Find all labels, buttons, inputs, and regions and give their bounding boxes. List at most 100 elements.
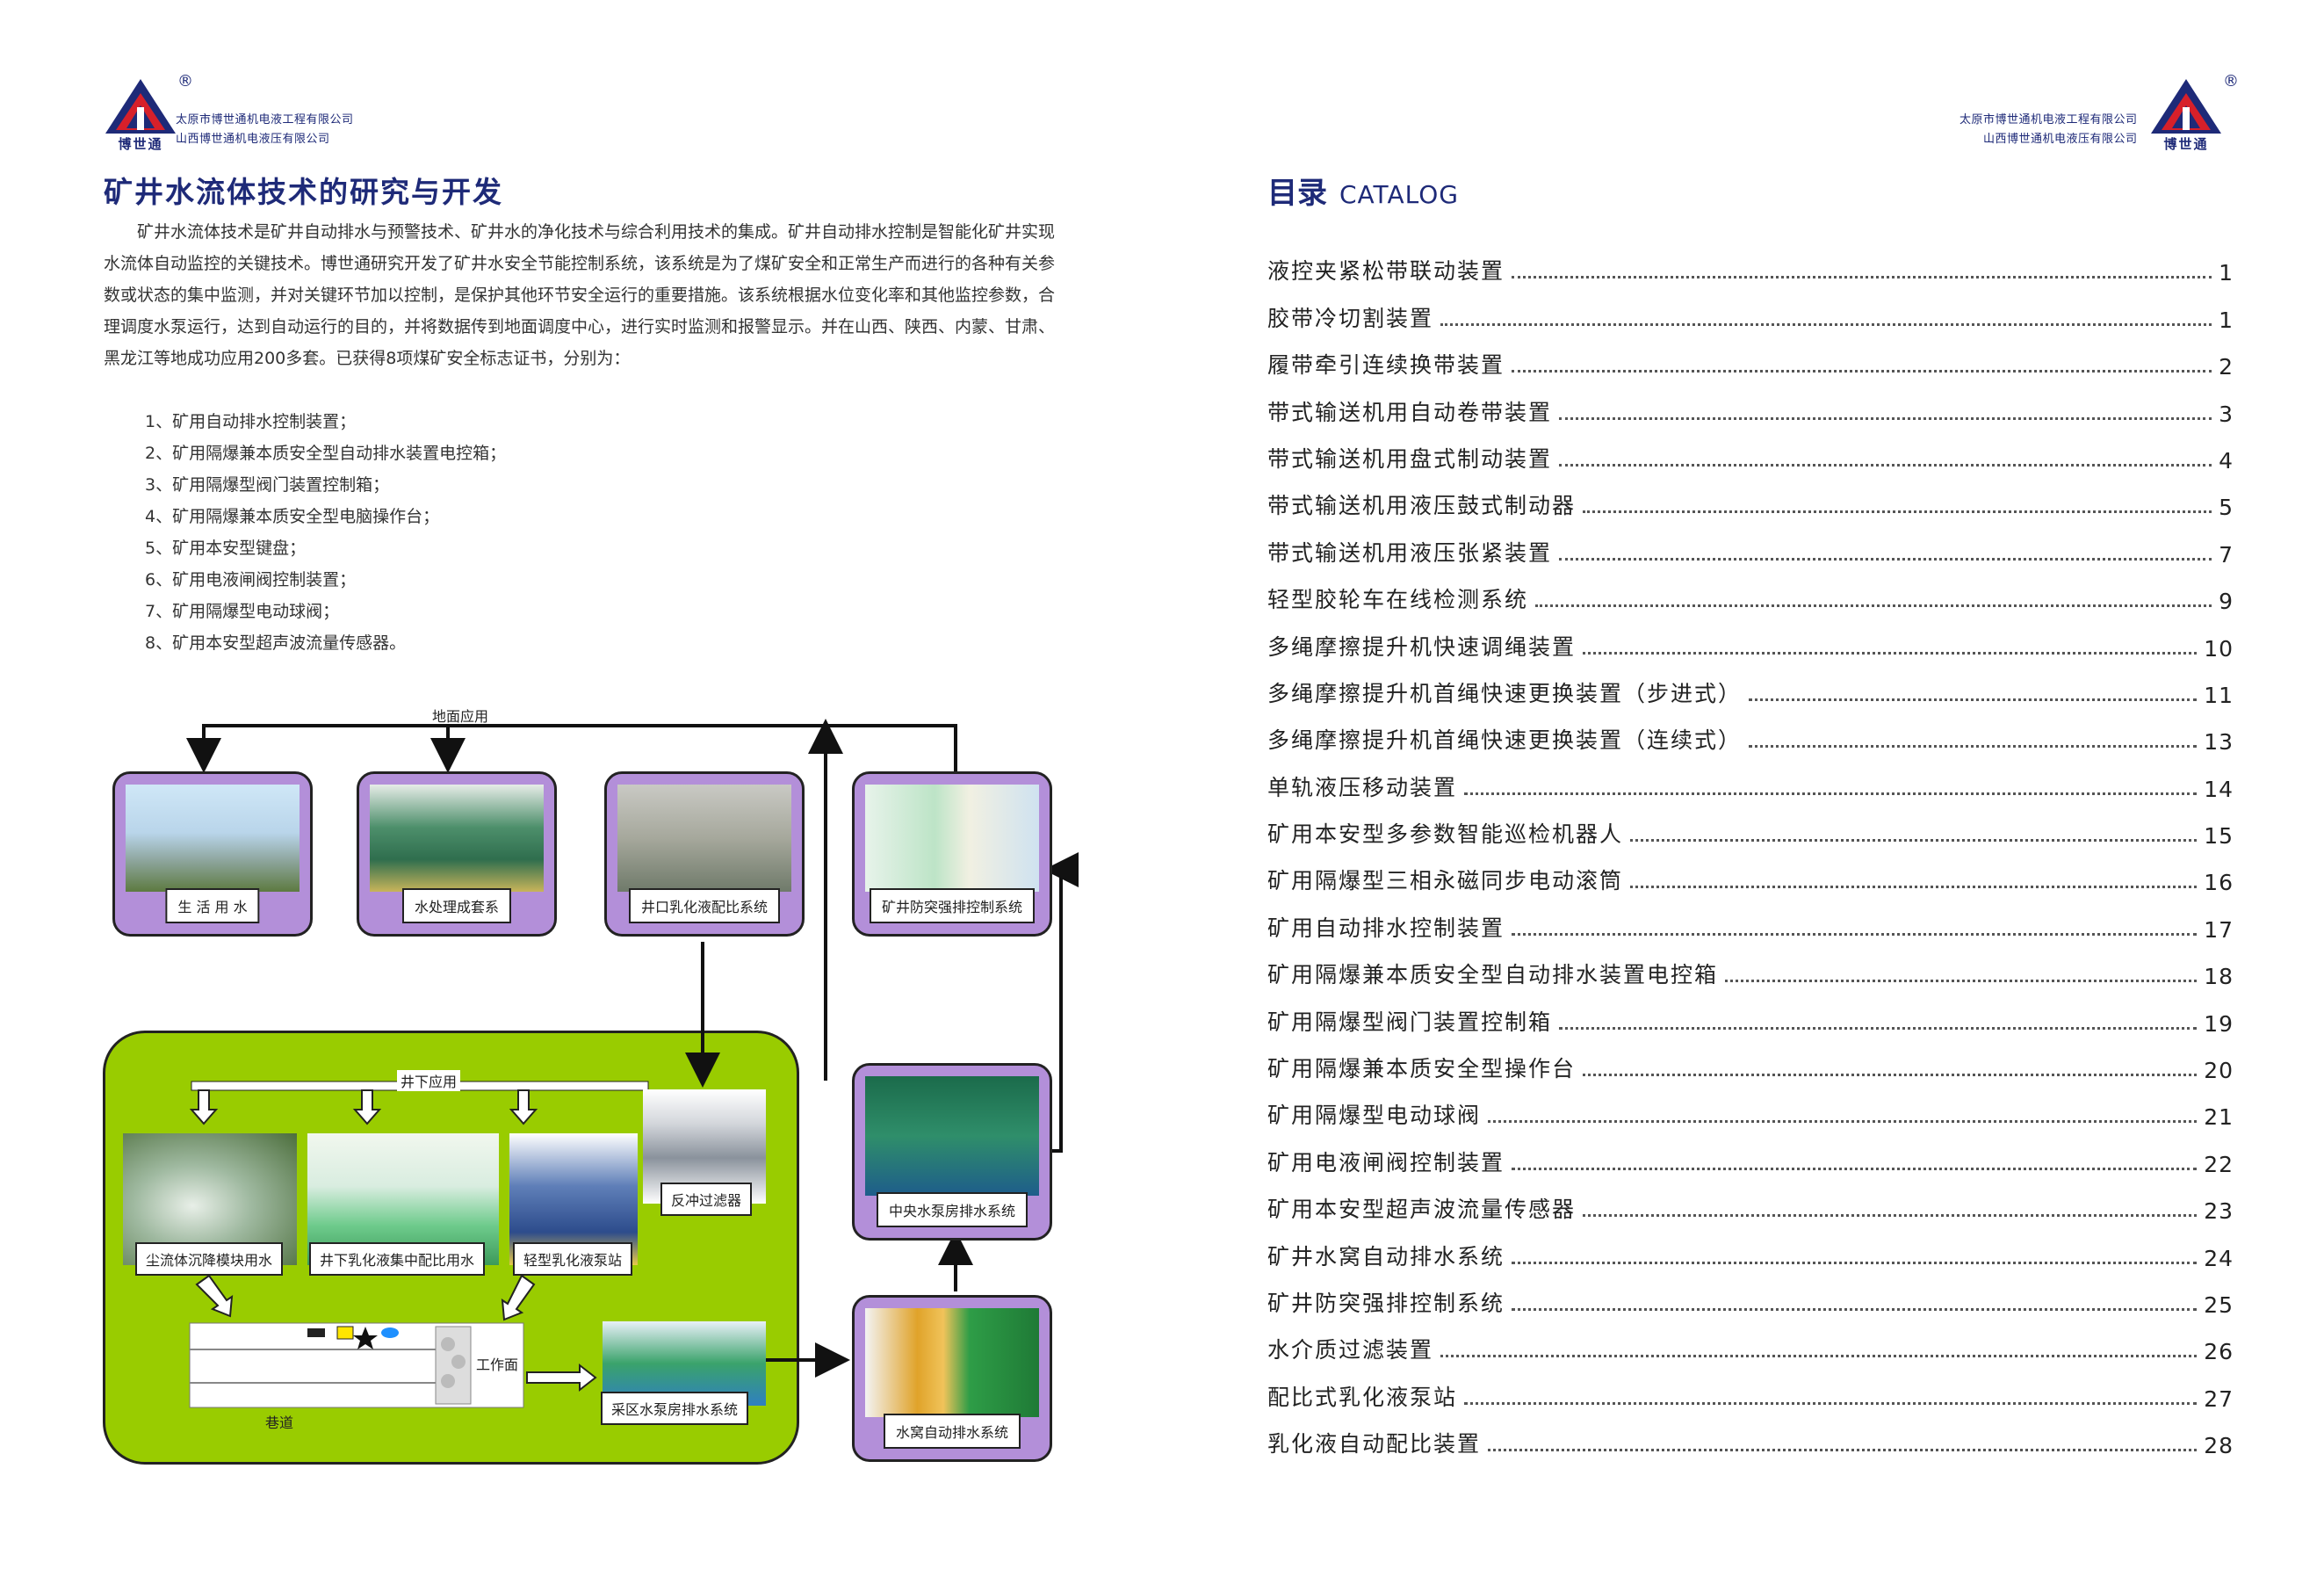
toc-leader-dots: [1559, 1026, 2198, 1030]
toc-entry-page: 28: [2204, 1433, 2234, 1459]
list-item: 4、矿用隔爆兼本质安全型电脑操作台；: [145, 507, 440, 526]
toc-entry[interactable]: 矿井水窝自动排水系统 24: [1267, 1224, 2234, 1271]
toc-leader-dots: [1583, 651, 2198, 655]
toc-leader-dots: [1725, 980, 2198, 983]
toc-leader-dots: [1559, 557, 2212, 561]
caption: 井口乳化液配比系统: [628, 888, 781, 923]
toc-entry-title: 多绳摩擦提升机首绳快速更换装置（步进式）: [1267, 680, 1743, 706]
left-page: ® 博世通 太原市博世通机电液工程有限公司 山西博世通机电液压有限公司 矿井水流…: [0, 72, 1162, 1485]
toc-leader-dots: [1440, 322, 2212, 326]
toc-entry-title: 矿井水窝自动排水系统: [1267, 1243, 1505, 1270]
company-name-1: 太原市博世通机电液工程有限公司: [176, 113, 354, 127]
toc-entry-title: 液控夹紧松带联动装置: [1267, 258, 1505, 285]
company-name-2: 山西博世通机电液压有限公司: [176, 133, 330, 146]
toc-entry[interactable]: 乳化液自动配比装置 28: [1267, 1412, 2234, 1458]
toc-entry-title: 带式输送机用液压张紧装置: [1267, 539, 1553, 566]
toc-leader-dots: [1630, 839, 2198, 843]
toc-entry-title: 带式输送机用自动卷带装置: [1267, 399, 1553, 425]
toc-leader-dots: [1749, 745, 2198, 749]
toc-entry-title: 胶带冷切割装置: [1267, 305, 1434, 331]
card-water-treatment: 水处理成套系: [357, 771, 557, 937]
toc-entry-page: 11: [2204, 682, 2234, 708]
toc-entry[interactable]: 配比式乳化液泵站 27: [1267, 1364, 2234, 1412]
company-name-2: 山西博世通机电液压有限公司: [1983, 133, 2138, 146]
water-system-diagram: 地面应用 井下应用 生 活 用 水 水处理成套系 井口乳化液配比系统 矿井防突强…: [0, 694, 1162, 1485]
toc-entry-title: 带式输送机用液压鼓式制动器: [1267, 493, 1577, 519]
toc-entry-page: 21: [2204, 1104, 2234, 1131]
list-item: 1、矿用自动排水控制装置；: [145, 412, 357, 431]
toc-entry-title: 乳化液自动配比装置: [1267, 1431, 1482, 1458]
page-title: 矿井水流体技术的研究与开发: [104, 175, 503, 209]
toc-leader-dots: [1583, 510, 2212, 514]
toc-entry-title: 矿用隔爆型三相永磁同步电动滚筒: [1267, 868, 1624, 894]
caption-emulsion-mixing: 井下乳化液集中配比用水: [309, 1242, 486, 1276]
toc-entry-page: 13: [2204, 729, 2234, 756]
toc-entry-page: 24: [2204, 1245, 2234, 1271]
company-name-1: 太原市博世通机电液工程有限公司: [1960, 113, 2138, 127]
toc-entry-title: 矿用本安型超声波流量传感器: [1267, 1197, 1577, 1223]
toc-entry-title: 矿用隔爆型阀门装置控制箱: [1267, 1009, 1553, 1035]
toc-entry-title: 多绳摩擦提升机首绳快速更换装置（连续式）: [1267, 727, 1743, 754]
toc-leader-dots: [1583, 1214, 2198, 1218]
toc-entry[interactable]: 矿用本安型超声波流量传感器 23: [1267, 1177, 2234, 1224]
toc-entry[interactable]: 多绳摩擦提升机首绳快速更换装置（步进式） 11: [1267, 662, 2234, 708]
toc-entry-page: 27: [2204, 1385, 2234, 1412]
toc-leader-dots: [1512, 370, 2212, 373]
caption-mining-pump-room: 采区水泵房排水系统: [601, 1392, 749, 1425]
toc-entry[interactable]: 矿用隔爆型电动球阀 21: [1267, 1083, 2234, 1130]
toc-entry[interactable]: 多绳摩擦提升机首绳快速更换装置（连续式） 13: [1267, 708, 2234, 755]
photo-outburst-drainage: [865, 785, 1039, 892]
card-sump-drainage: 水窝自动排水系统: [852, 1295, 1052, 1462]
toc-leader-dots: [1559, 463, 2212, 467]
toc-entry-page: 2: [2219, 354, 2234, 380]
toc-entry-page: 7: [2219, 541, 2234, 568]
toc-entry[interactable]: 带式输送机用液压张紧装置 7: [1267, 520, 2234, 568]
list-item: 6、矿用电液闸阀控制装置；: [145, 570, 357, 590]
toc-entry-page: 25: [2204, 1291, 2234, 1318]
toc-entry-title: 矿用本安型多参数智能巡检机器人: [1267, 821, 1624, 848]
photo-sump-drainage: [865, 1308, 1039, 1417]
toc-entry-page: 23: [2204, 1198, 2234, 1225]
toc-entry-title: 矿用隔爆型电动球阀: [1267, 1103, 1482, 1129]
list-item: 2、矿用隔爆兼本质安全型自动排水装置电控箱；: [145, 444, 507, 463]
workface-label: 工作面: [476, 1356, 519, 1373]
ground-application-label: 地面应用: [432, 708, 489, 725]
caption: 中央水泵房排水系统: [876, 1192, 1028, 1227]
logo-icon: [2151, 79, 2221, 134]
toc-entry-title: 矿用电液闸阀控制装置: [1267, 1149, 1505, 1176]
toc-entry-title: 矿用自动排水控制装置: [1267, 915, 1505, 941]
toc-entry-page: 10: [2204, 635, 2234, 662]
toc-entry-page: 9: [2219, 589, 2234, 615]
toc-entry-title: 带式输送机用盘式制动装置: [1267, 445, 1553, 472]
toc-entry-title: 单轨液压移动装置: [1267, 774, 1458, 800]
underground-application-label: 井下应用: [397, 1070, 461, 1091]
toc-entry-title: 配比式乳化液泵站: [1267, 1384, 1458, 1410]
toc-entry-page: 20: [2204, 1058, 2234, 1084]
toc-leader-dots: [1583, 1074, 2198, 1077]
card-outburst-drainage: 矿井防突强排控制系统: [852, 771, 1052, 937]
intro-paragraph: 矿井水流体技术是矿井自动排水与预警技术、矿井水的净化技术与综合利用技术的集成。矿…: [104, 222, 1056, 368]
toc-leader-dots: [1512, 1261, 2198, 1264]
company-names: 太原市博世通机电液工程有限公司 山西博世通机电液压有限公司: [176, 111, 354, 149]
list-item: 3、矿用隔爆型阀门装置控制箱；: [145, 475, 390, 495]
